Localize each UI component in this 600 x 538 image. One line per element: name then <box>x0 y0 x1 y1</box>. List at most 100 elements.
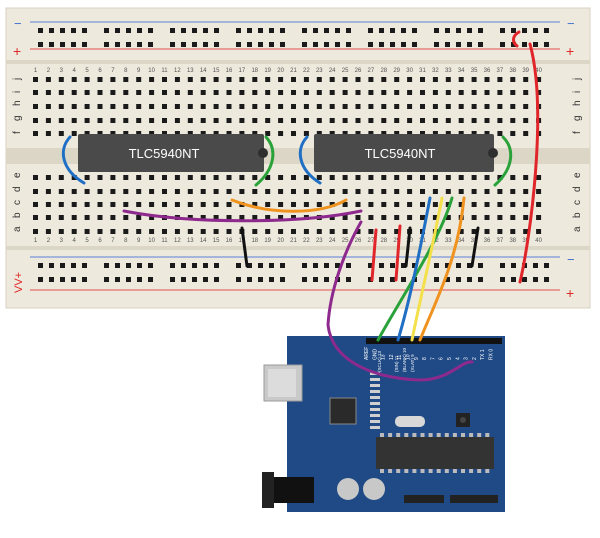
column-number: 8 <box>124 238 128 244</box>
chip-1-label: TLC5940NT <box>129 146 200 161</box>
wire-red-1 <box>370 228 378 282</box>
breadboard-hole <box>187 175 193 180</box>
row-label: f <box>12 131 23 134</box>
breadboard-hole <box>149 118 155 123</box>
capacitor-2 <box>363 478 385 500</box>
breadboard-hole <box>97 189 103 194</box>
breadboard-hole <box>329 189 335 194</box>
rail-hole <box>478 277 483 282</box>
breadboard-hole <box>97 215 103 220</box>
breadboard-hole <box>432 118 438 123</box>
breadboard-hole <box>432 189 438 194</box>
column-number: 16 <box>226 68 233 74</box>
column-number: 10 <box>148 238 155 244</box>
rail-hole <box>115 28 120 33</box>
breadboard-hole <box>174 229 180 234</box>
arduino-pin-caption: (BLANK) 10 <box>402 347 407 372</box>
breadboard-hole <box>329 77 335 82</box>
rail-hole <box>247 42 252 47</box>
breadboard-hole <box>342 215 348 220</box>
row-label: i <box>572 91 583 93</box>
rail-hole <box>533 28 538 33</box>
mcu-pin <box>404 469 409 473</box>
breadboard-hole <box>136 90 142 95</box>
breadboard-hole <box>84 202 90 207</box>
header-pin <box>370 420 380 423</box>
rail-hole <box>379 42 384 47</box>
breadboard-hole <box>329 90 335 95</box>
breadboard-hole <box>136 118 142 123</box>
breadboard-hole <box>71 215 77 220</box>
breadboard-hole <box>71 77 77 82</box>
wire-purple-jumper <box>122 209 363 223</box>
breadboard-hole <box>58 215 64 220</box>
column-number: 19 <box>264 238 271 244</box>
breadboard-hole <box>33 90 38 95</box>
breadboard-hole <box>536 202 542 207</box>
mcu-pin <box>477 433 482 437</box>
breadboard-hole <box>97 229 103 234</box>
breadboard-hole <box>394 175 400 180</box>
breadboard-hole <box>420 131 425 136</box>
rail-hole <box>104 263 109 268</box>
row-label: h <box>12 100 23 106</box>
rail-hole <box>269 42 274 47</box>
breadboard-hole <box>84 104 90 109</box>
breadboard-hole <box>84 215 90 220</box>
breadboard-hole <box>355 77 361 82</box>
breadboard-hole <box>420 202 425 207</box>
breadboard-hole <box>84 90 90 95</box>
rail-hole <box>181 28 186 33</box>
breadboard-hole <box>84 131 90 136</box>
power-jack-front <box>262 472 274 508</box>
breadboard-hole <box>45 229 51 234</box>
rail-hole <box>401 42 406 47</box>
rail-hole <box>467 263 472 268</box>
column-number: 39 <box>522 68 529 74</box>
rail-hole <box>126 28 131 33</box>
rail-hole <box>368 42 373 47</box>
wire-yellow-arduino <box>410 196 444 342</box>
breadboard-hole <box>291 215 296 220</box>
rail-hole <box>478 28 483 33</box>
arduino-pin-label: TX 1 <box>480 349 486 360</box>
arduino-pin-label: 10 <box>406 354 412 360</box>
rail-hole <box>445 42 450 47</box>
column-number: 27 <box>368 68 375 74</box>
rail-hole <box>302 263 307 268</box>
column-number: 37 <box>497 238 504 244</box>
header-pin <box>370 414 380 417</box>
breadboard-hole <box>368 90 374 95</box>
column-number: 18 <box>251 68 258 74</box>
rail-hole <box>467 42 472 47</box>
breadboard-hole <box>226 131 232 136</box>
breadboard-hole <box>187 202 193 207</box>
breadboard-hole <box>71 104 77 109</box>
column-number: 33 <box>445 238 452 244</box>
breadboard-hole <box>265 77 271 82</box>
breadboard-hole <box>394 77 400 82</box>
breadboard-hole <box>265 175 271 180</box>
breadboard-hole <box>394 215 400 220</box>
breadboard-hole <box>213 215 219 220</box>
column-number: 25 <box>342 238 349 244</box>
breadboard-hole <box>303 175 309 180</box>
breadboard-hole <box>484 175 490 180</box>
breadboard-hole <box>187 104 193 109</box>
mcu-pin <box>388 469 393 473</box>
rail-divider-bottom <box>6 246 590 250</box>
breadboard-hole <box>303 118 309 123</box>
breadboard-hole <box>226 175 232 180</box>
breadboard-hole <box>420 189 425 194</box>
chip-1-body <box>78 134 264 172</box>
power-header <box>404 495 444 503</box>
rail-hole <box>258 277 263 282</box>
breadboard-hole <box>123 175 129 180</box>
breadboard-hole <box>510 175 516 180</box>
breadboard-hole <box>536 175 542 180</box>
column-number: 24 <box>329 238 336 244</box>
breadboard-hole <box>342 118 348 123</box>
breadboard-hole <box>33 229 38 234</box>
breadboard-hole <box>213 229 219 234</box>
breadboard-hole <box>110 90 116 95</box>
